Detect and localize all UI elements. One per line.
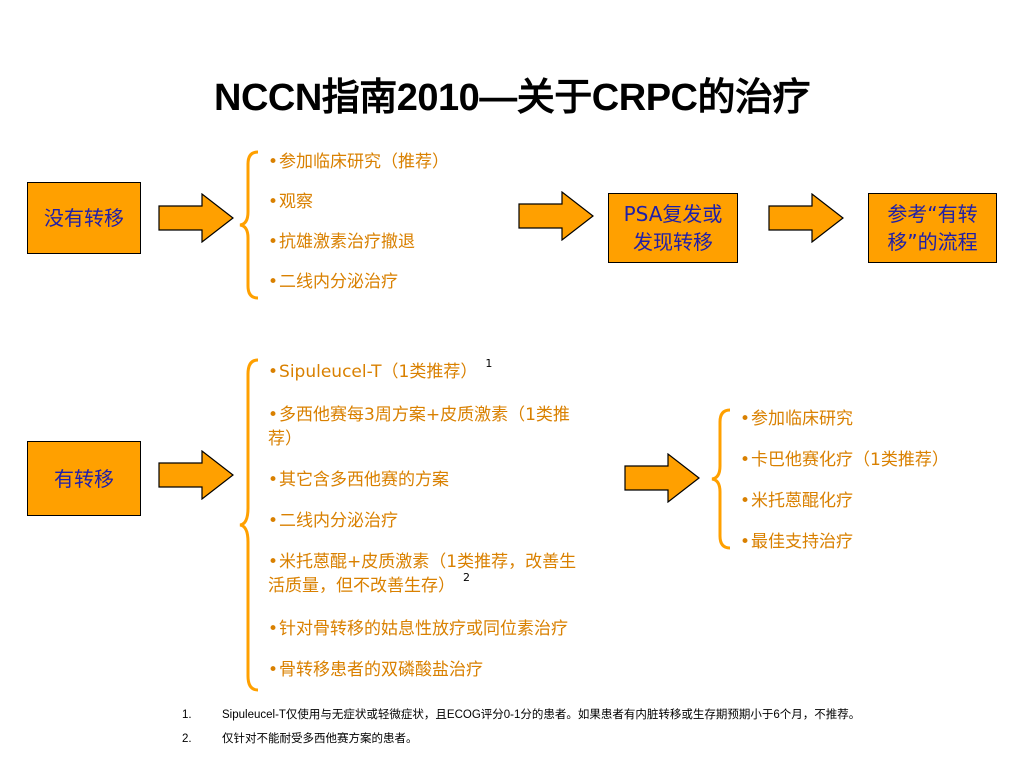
no-metastasis-label: 没有转移 bbox=[44, 206, 124, 230]
arrow-right-icon bbox=[158, 193, 234, 243]
ref-box-line1: 参考“有转 bbox=[887, 202, 978, 226]
psa-box-line1: PSA复发或 bbox=[623, 202, 723, 226]
list-item: •参加临床研究 bbox=[740, 409, 854, 429]
footnote: 2. 仅针对不能耐受多西他赛方案的患者。 bbox=[182, 733, 418, 745]
list-item: •米托蒽醌+皮质激素（1类推荐，改善生活质量，但不改善生存）2 bbox=[268, 552, 577, 596]
psa-recurrence-box: PSA复发或 发现转移 bbox=[608, 193, 738, 263]
list-item: •观察 bbox=[268, 192, 314, 212]
list-item: •米托蒽醌化疗 bbox=[740, 491, 854, 511]
no-metastasis-options: •参加临床研究（推荐） •观察 •抗雄激素治疗撤退 •二线内分泌治疗 bbox=[268, 150, 449, 294]
psa-box-line2: 发现转移 bbox=[633, 230, 713, 254]
list-item: •骨转移患者的双磷酸盐治疗 bbox=[268, 660, 484, 680]
list-item: •二线内分泌治疗 bbox=[268, 511, 399, 531]
ref-box-line2: 移”的流程 bbox=[887, 230, 978, 254]
arrow-right-icon bbox=[158, 450, 234, 500]
list-item: •最佳支持治疗 bbox=[740, 532, 854, 552]
arrow-right-icon bbox=[518, 191, 594, 241]
list-item: •抗雄激素治疗撤退 bbox=[268, 232, 416, 252]
list-item: •针对骨转移的姑息性放疗或同位素治疗 bbox=[268, 619, 569, 639]
metastasis-label: 有转移 bbox=[54, 466, 114, 491]
no-metastasis-box: 没有转移 bbox=[27, 182, 141, 254]
page-title: NCCN指南2010—关于CRPC的治疗 bbox=[214, 77, 810, 119]
footnote: 1. Sipuleucel-T仅使用与无症状或轻微症状，且ECOG评分0-1分的… bbox=[182, 709, 861, 721]
list-item: •Sipuleucel-T（1类推荐）1 bbox=[268, 357, 493, 382]
list-item: •卡巴他赛化疗（1类推荐） bbox=[740, 450, 949, 470]
list-item: •多西他赛每3周方案+皮质激素（1类推荐） bbox=[268, 405, 570, 449]
second-line-options: •参加临床研究 •卡巴他赛化疗（1类推荐） •米托蒽醌化疗 •最佳支持治疗 bbox=[740, 407, 949, 554]
footnotes: 1. Sipuleucel-T仅使用与无症状或轻微症状，且ECOG评分0-1分的… bbox=[182, 703, 860, 751]
arrow-right-icon bbox=[768, 193, 844, 243]
list-item: •参加临床研究（推荐） bbox=[268, 152, 450, 172]
arrow-right-icon bbox=[624, 453, 700, 503]
left-brace-icon bbox=[711, 408, 731, 550]
left-brace-icon bbox=[239, 150, 259, 300]
left-brace-icon bbox=[239, 358, 259, 692]
list-item: •其它含多西他赛的方案 bbox=[268, 470, 450, 490]
list-item: •二线内分泌治疗 bbox=[268, 272, 399, 292]
refer-metastasis-box: 参考“有转 移”的流程 bbox=[868, 193, 997, 263]
metastasis-options: •Sipuleucel-T（1类推荐）1 •多西他赛每3周方案+皮质激素（1类推… bbox=[268, 357, 673, 682]
metastasis-box: 有转移 bbox=[27, 441, 141, 516]
